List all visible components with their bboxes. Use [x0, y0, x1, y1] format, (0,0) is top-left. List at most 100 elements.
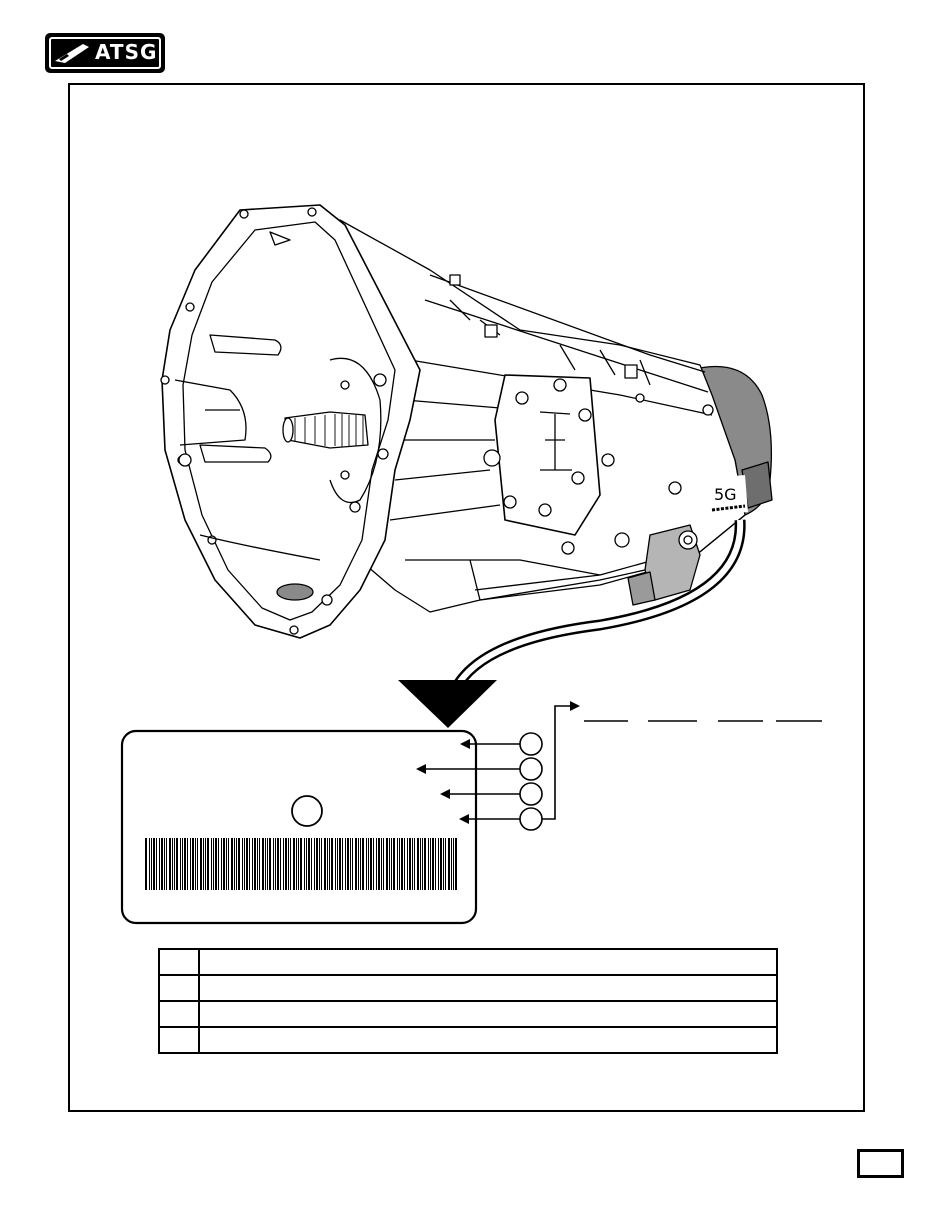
- barcode-bar: [300, 838, 302, 890]
- barcode-bar: [164, 838, 165, 890]
- tag-info-table: [158, 948, 778, 1054]
- barcode-bar: [244, 838, 245, 890]
- barcode-bar: [166, 838, 167, 890]
- barcode-bar: [366, 838, 367, 890]
- callout-3: [519, 782, 543, 806]
- table-row: [158, 974, 778, 1002]
- barcode-bar: [438, 838, 439, 890]
- barcode-bar: [319, 838, 320, 890]
- barcode-bar: [386, 838, 388, 890]
- atsg-logo: ATSG: [45, 33, 165, 73]
- barcode-bar: [267, 838, 268, 890]
- arrowhead: [398, 680, 497, 728]
- barcode-bar: [324, 838, 326, 890]
- barcode-bar: [355, 838, 357, 890]
- barcode-bar: [288, 838, 289, 890]
- barcode-bar: [311, 838, 312, 890]
- barcode-bar: [273, 838, 274, 890]
- barcode-bar: [180, 838, 181, 890]
- barcode-bar: [448, 838, 450, 890]
- barcode-bar: [314, 838, 315, 890]
- barcode: [145, 838, 457, 890]
- barcode-bar: [226, 838, 227, 890]
- barcode-bar: [203, 838, 204, 890]
- barcode-bar: [172, 838, 173, 890]
- barcode-bar: [221, 838, 222, 890]
- barcode-bar: [259, 838, 260, 890]
- barcode-bar: [213, 838, 214, 890]
- barcode-bar: [453, 838, 454, 890]
- barcode-bar: [428, 838, 429, 890]
- barcode-bar: [265, 838, 266, 890]
- barcode-bar: [242, 838, 243, 890]
- barcode-bar: [182, 838, 183, 890]
- barcode-bar: [215, 838, 217, 890]
- barcode-bar: [161, 838, 163, 890]
- barcode-bar: [218, 838, 219, 890]
- callout-1: [519, 732, 543, 756]
- callout-group: [519, 732, 543, 831]
- barcode-bar: [156, 838, 157, 890]
- pointer-arrow-inner: [452, 519, 744, 692]
- barcode-bar: [329, 838, 330, 890]
- barcode-bar: [352, 838, 353, 890]
- barcode-bar: [290, 838, 291, 890]
- barcode-bar: [151, 838, 152, 890]
- barcode-bar: [231, 838, 233, 890]
- barcode-bar: [211, 838, 212, 890]
- barcode-bar: [404, 838, 405, 890]
- transmission-illustration: [160, 204, 773, 639]
- barcode-bar: [424, 838, 426, 890]
- barcode-bar: [397, 838, 398, 890]
- barcode-bar: [269, 838, 271, 890]
- barcode-bar: [362, 838, 364, 890]
- barcode-bar: [238, 838, 240, 890]
- barcode-bar: [422, 838, 423, 890]
- callout-4: [519, 807, 543, 831]
- barcode-bar: [391, 838, 392, 890]
- callout-2: [519, 757, 543, 781]
- barcode-bar: [228, 838, 229, 890]
- barcode-bar: [223, 838, 225, 890]
- barcode-bar: [339, 838, 341, 890]
- barcode-bar: [145, 838, 147, 890]
- barcode-bar: [254, 838, 256, 890]
- row-number: [158, 948, 200, 976]
- row-description: [198, 1000, 778, 1028]
- barcode-bar: [283, 838, 284, 890]
- table-row: [158, 1000, 778, 1028]
- barcode-bar: [435, 838, 436, 890]
- barcode-bar: [381, 838, 382, 890]
- barcode-bar: [205, 838, 206, 890]
- barcode-bar: [234, 838, 235, 890]
- barcode-bar: [246, 838, 248, 890]
- barcode-bar: [262, 838, 264, 890]
- barcode-bar: [399, 838, 400, 890]
- barcode-bar: [197, 838, 198, 890]
- barcode-bar: [360, 838, 361, 890]
- barcode-bar: [347, 838, 349, 890]
- barcode-bar: [342, 838, 343, 890]
- barcode-bar: [236, 838, 237, 890]
- barcode-bar: [451, 838, 452, 890]
- barcode-bar: [192, 838, 194, 890]
- row-number: [158, 1000, 200, 1028]
- barcode-bar: [409, 838, 411, 890]
- barcode-bar: [207, 838, 209, 890]
- barcode-bar: [417, 838, 419, 890]
- barcode-bar: [176, 838, 178, 890]
- barcode-bar: [174, 838, 175, 890]
- barcode-bar: [153, 838, 155, 890]
- tag-hole: [291, 795, 323, 827]
- callout-arrowheads: [416, 701, 580, 824]
- barcode-bar: [275, 838, 276, 890]
- logo-text: ATSG: [95, 40, 158, 64]
- callout-arrows: [425, 705, 570, 820]
- table-row: [158, 948, 778, 976]
- barcode-bar: [335, 838, 336, 890]
- barcode-bar: [195, 838, 196, 890]
- table-row: [158, 1026, 778, 1054]
- barcode-bar: [327, 838, 328, 890]
- barcode-bar: [420, 838, 421, 890]
